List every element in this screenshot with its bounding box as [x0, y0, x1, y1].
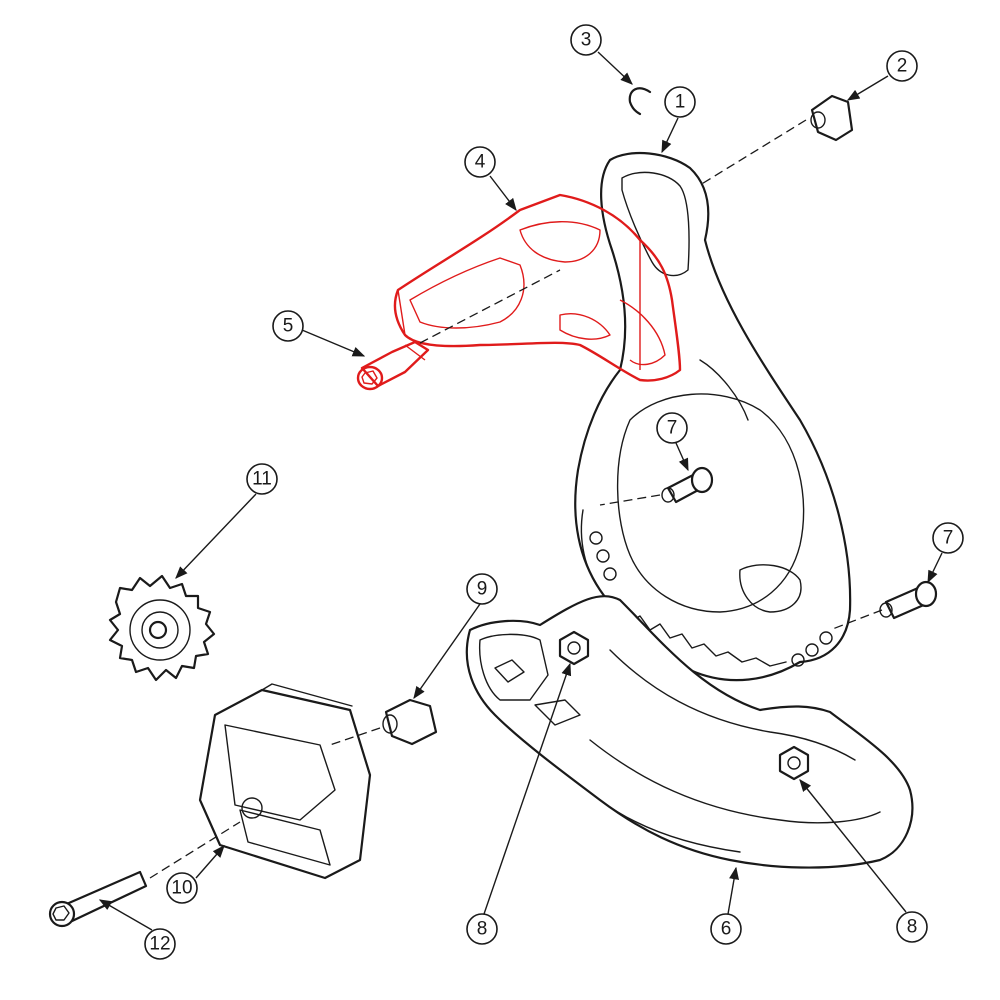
callout-label: 5 [283, 316, 294, 337]
callout-label: 2 [897, 56, 908, 77]
callout-5: 5 [272, 310, 366, 357]
callout-6: 6 [710, 866, 742, 945]
nut-9 [382, 698, 438, 746]
pulley-12 [108, 574, 216, 682]
callout-8-left: 8 [466, 662, 572, 945]
callout-8-right: 8 [799, 779, 928, 943]
callout-label: 6 [721, 919, 732, 940]
clip-3 [628, 87, 652, 116]
callout-3: 3 [570, 24, 633, 85]
callout-label: 9 [477, 579, 488, 600]
callout-2: 2 [846, 50, 918, 101]
callout-label: 3 [581, 30, 592, 51]
bolt-11 [48, 870, 148, 928]
assembly-axes [149, 119, 883, 879]
bolt-7-center [661, 466, 714, 504]
callout-11: 12 [98, 899, 176, 960]
callout-label: 7 [667, 418, 678, 439]
callout-10: 10 [166, 845, 225, 904]
callout-label: 10 [171, 878, 192, 899]
callouts: 1 2 3 4 5 7 7 [98, 24, 964, 960]
bolt-7-right [879, 580, 938, 620]
callout-label: 1 [675, 92, 686, 113]
callout-label: 8 [477, 919, 488, 940]
nut-8-left [558, 630, 590, 666]
lower-guide-part [465, 595, 914, 869]
slider-nut-2 [810, 94, 854, 142]
callout-label: 12 [149, 934, 170, 955]
callout-7-center: 7 [656, 412, 689, 472]
nut-8-right [778, 745, 810, 781]
slider-block-10 [198, 683, 372, 880]
callout-12: 11 [175, 463, 278, 579]
callout-label: 11 [252, 469, 272, 490]
callout-label: 4 [475, 152, 486, 173]
callout-1: 1 [661, 86, 696, 154]
callout-4: 4 [464, 146, 517, 212]
callout-7-right: 7 [927, 522, 964, 584]
callout-label: 7 [943, 528, 954, 549]
bolt-5 [356, 340, 430, 391]
callout-9: 9 [413, 573, 498, 700]
callout-label: 8 [907, 917, 918, 938]
